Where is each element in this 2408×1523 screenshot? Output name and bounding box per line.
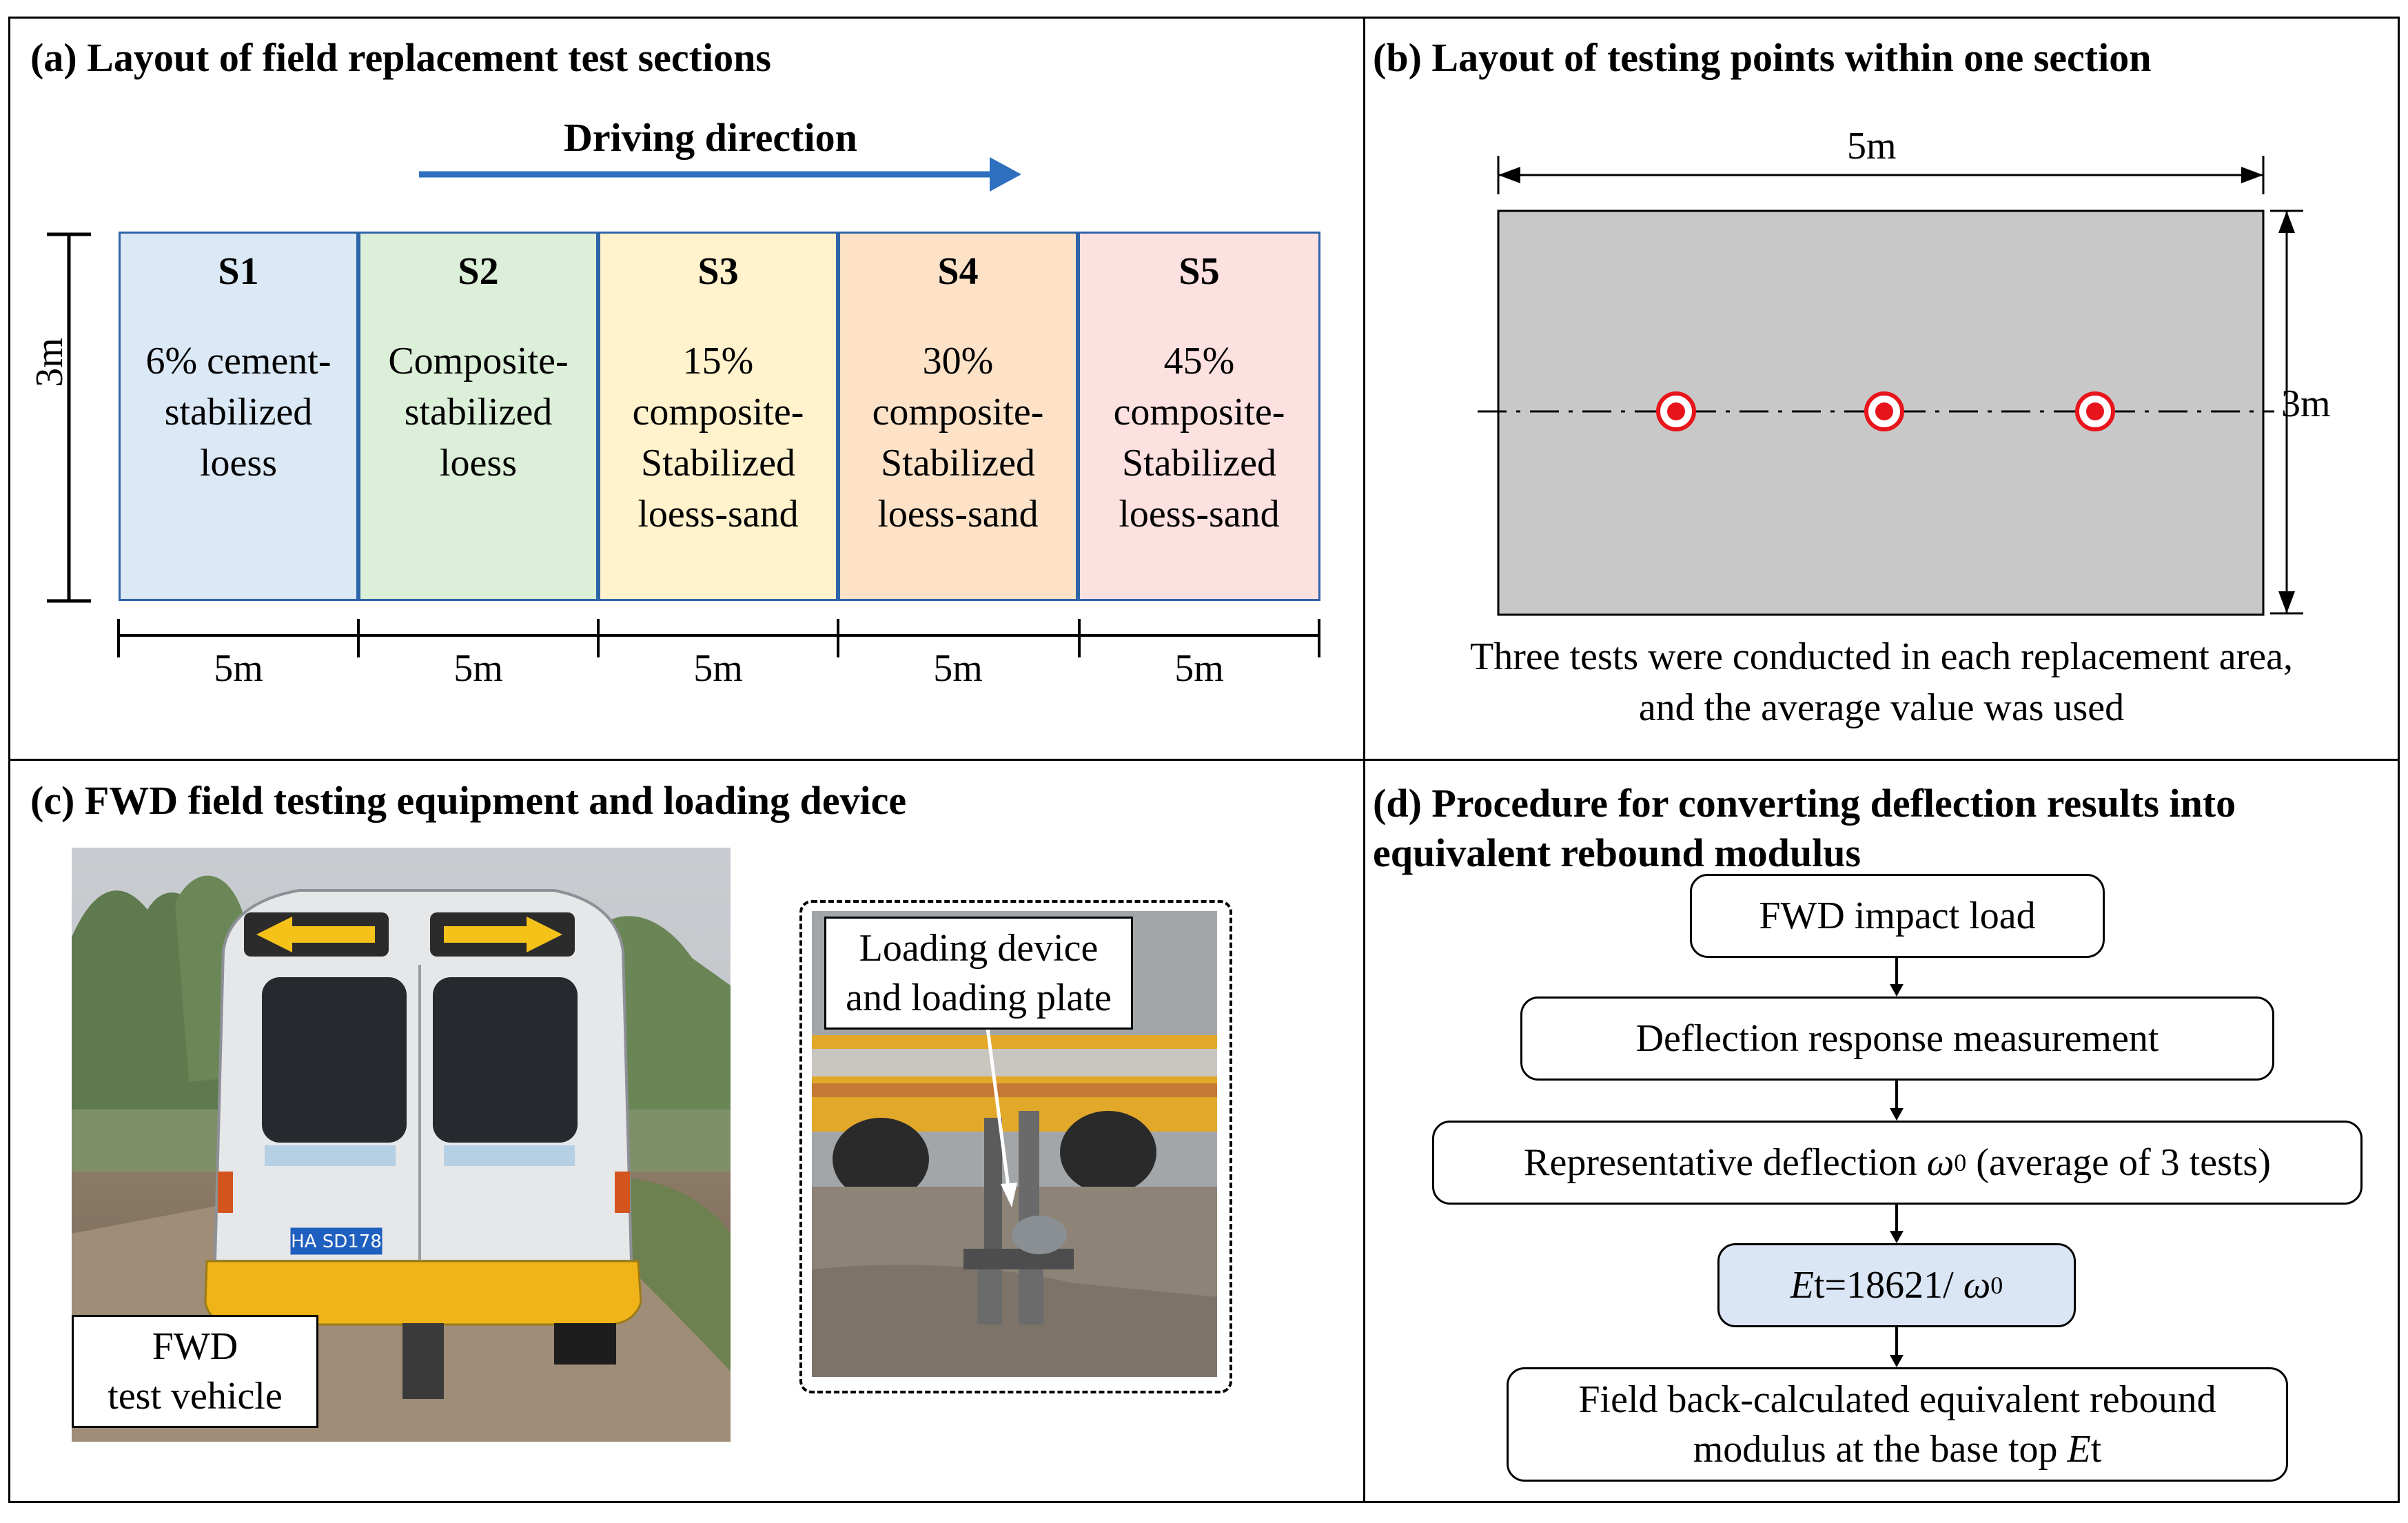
formula-text: t=18621/ <box>1813 1264 1963 1307</box>
driving-direction-arrow <box>419 157 1021 192</box>
test-point <box>1656 391 1696 431</box>
slab-height-dimension <box>2270 209 2303 615</box>
section-s2-label: S2 <box>458 250 499 293</box>
panel-a-graphics <box>47 157 1320 657</box>
section-s3-length: 5m <box>693 647 743 690</box>
omega-symbol: ω <box>1926 1141 1955 1184</box>
step3-text: Representative deflection <box>1524 1141 1927 1184</box>
flow-step-deflection-measurement: Deflection response measurement <box>1520 996 2274 1081</box>
driving-direction-label: Driving direction <box>564 115 857 160</box>
height-label: 3m <box>28 338 71 387</box>
height-dimension <box>47 232 91 603</box>
section-s4: S4 30% composite- Stabilized loess-sand <box>838 232 1078 601</box>
test-point <box>2075 391 2115 431</box>
section-s2: S2 Composite- stabilized loess <box>358 232 598 601</box>
section-s4-desc: 30% composite- Stabilized loess-sand <box>872 340 1044 535</box>
flow-step-equivalent-modulus: Field back-calculated equivalent rebound… <box>1507 1367 2288 1482</box>
panel-c-title: (c) FWD field testing equipment and load… <box>30 778 907 823</box>
panel-a-title: (a) Layout of field replacement test sec… <box>30 35 771 80</box>
step5-line1: Field back-calculated equivalent rebound <box>1578 1378 2216 1421</box>
section-s4-length: 5m <box>933 647 983 690</box>
section-s5-length: 5m <box>1174 647 1224 690</box>
panel-b-graphics <box>1478 156 2303 616</box>
flow-step-fwd-impact-load: FWD impact load <box>1690 874 2105 958</box>
section-s4-label: S4 <box>937 250 979 293</box>
flowchart-arrows <box>1890 957 1904 1367</box>
section-s3: S3 15% composite- Stabilized loess-sand <box>598 232 838 601</box>
section-s5-desc: 45% composite- Stabilized loess-sand <box>1113 340 1285 535</box>
section-s1-label: S1 <box>218 250 259 293</box>
slab-height-label: 3m <box>2281 382 2331 425</box>
section-s1-length: 5m <box>214 647 263 690</box>
flow-arrow <box>1890 957 1904 996</box>
flow-arrow <box>1890 1326 1904 1367</box>
step5-line2-text: modulus at the base top <box>1693 1428 2068 1471</box>
section-s2-desc: Composite- stabilized loess <box>388 340 569 484</box>
panel-d-frame <box>1363 759 2400 1503</box>
section-s1-desc: 6% cement- stabilized loess <box>145 340 331 484</box>
omega-subscript: 0 <box>1954 1149 1967 1176</box>
panel-d-title-line1: (d) Procedure for converting deflection … <box>1373 781 2236 826</box>
step5-e: E <box>2067 1428 2091 1471</box>
length-ruler <box>117 619 1320 657</box>
section-s2-length: 5m <box>453 647 503 690</box>
panel-b-title: (b) Layout of testing points within one … <box>1373 35 2152 80</box>
loading-device-photo <box>812 911 1217 1377</box>
step5-line2: modulus at the base top Et <box>1693 1424 2102 1474</box>
flow-arrow <box>1890 1203 1904 1243</box>
vehicle-caption: FWD test vehicle <box>72 1315 318 1428</box>
section-s5-label: S5 <box>1179 250 1220 293</box>
step3-suffix: (average of 3 tests) <box>1966 1141 2271 1184</box>
section-s1: S1 6% cement- stabilized loess <box>119 232 358 601</box>
flow-arrow <box>1890 1079 1904 1121</box>
loading-device-caption: Loading device and loading plate <box>824 917 1133 1030</box>
section-s5: S5 45% composite- Stabilized loess-sand <box>1078 232 1320 601</box>
slab-width-label: 5m <box>1847 125 1897 167</box>
step5-t: t <box>2090 1428 2102 1471</box>
panel-d-title-line2: equivalent rebound modulus <box>1373 830 1861 875</box>
width-dimension <box>1497 156 2265 194</box>
test-point <box>1864 391 1904 431</box>
section-s3-desc: 15% composite- Stabilized loess-sand <box>632 340 804 535</box>
license-plate: HA SD178 <box>291 1231 382 1252</box>
formula-omega: ω <box>1963 1264 1991 1307</box>
test-note: Three tests were conducted in each repla… <box>1470 635 2293 729</box>
loading-device-frame <box>799 900 1232 1393</box>
formula-e: E <box>1790 1264 1814 1307</box>
formula-subscript: 0 <box>1990 1271 2003 1299</box>
section-s3-label: S3 <box>697 250 739 293</box>
